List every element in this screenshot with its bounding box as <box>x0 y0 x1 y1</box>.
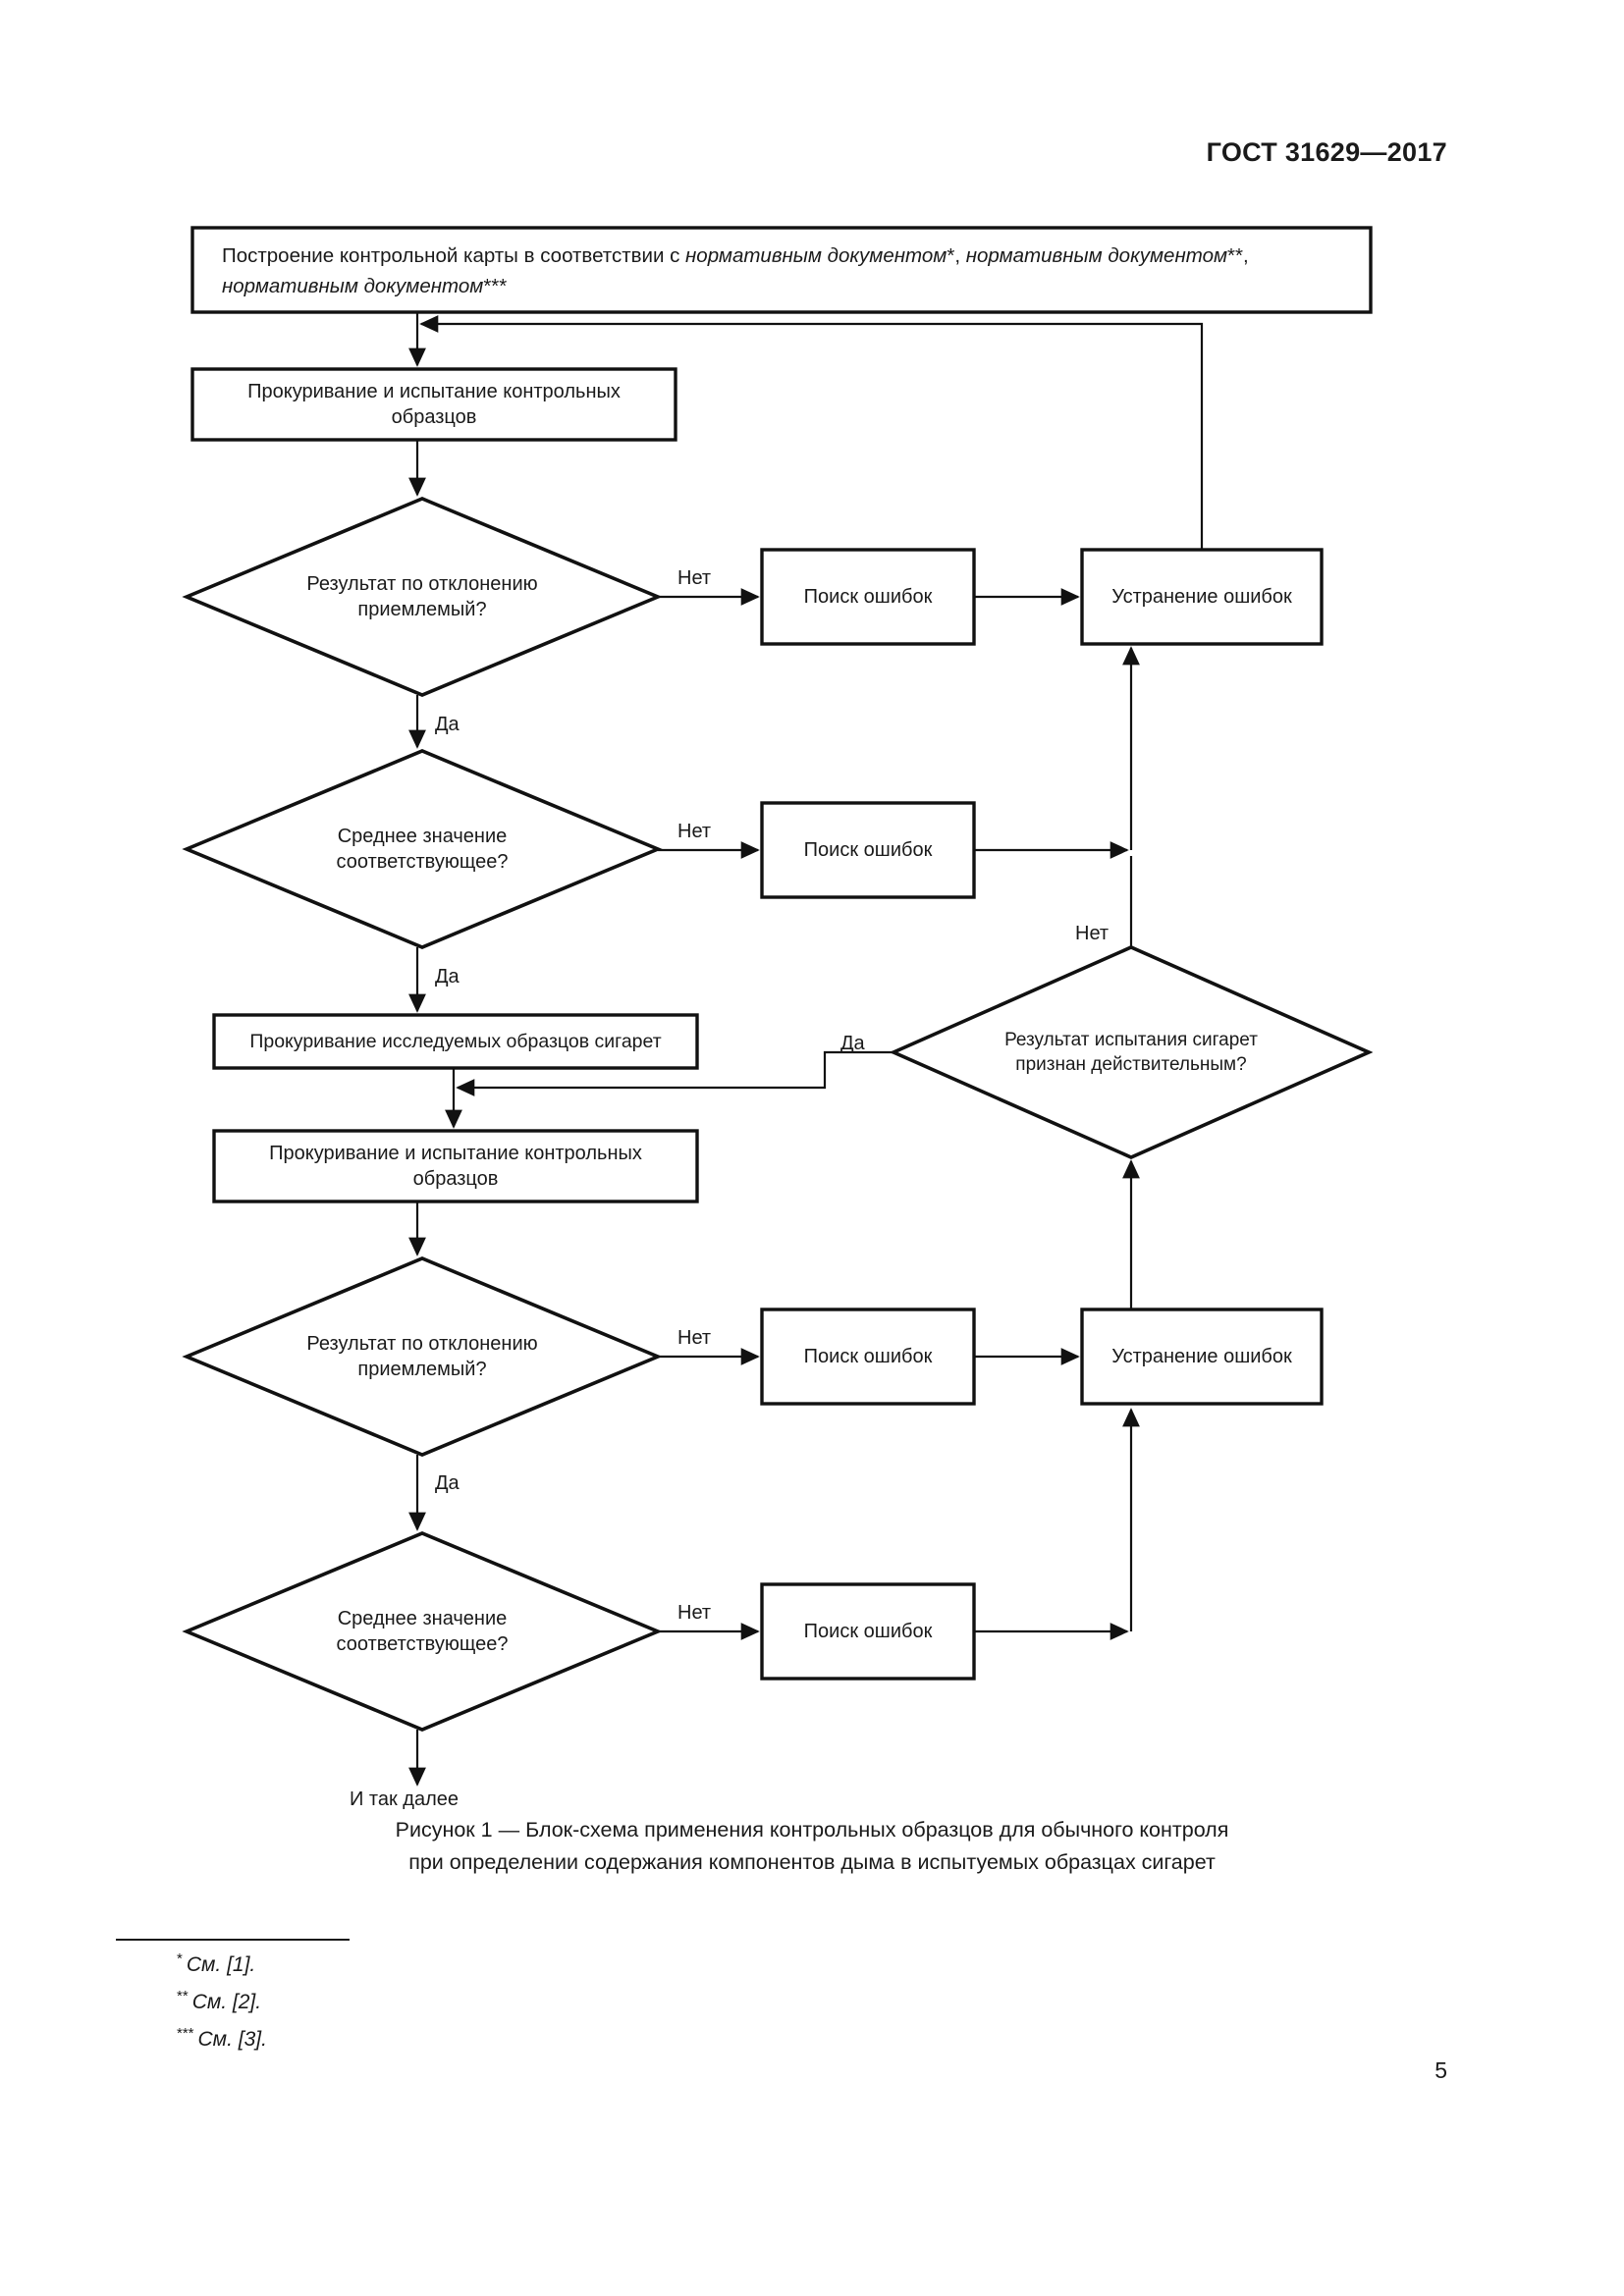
edge-label-yes-1: Да <box>435 714 460 735</box>
flowchart-graphics: find errors 1 --> mean decision 1 --> fi… <box>182 226 1374 1787</box>
running-head-standard-id: ГОСТ 31629—2017 <box>1206 137 1447 167</box>
edge-fix-errors-1-return <box>419 315 1204 550</box>
page-number: 5 <box>1435 2057 1447 2083</box>
figure-1-flowchart: find errors 1 --> mean decision 1 --> fi… <box>182 226 1374 1810</box>
node-build-control-chart-shape <box>190 226 1373 314</box>
footnote-text-2: См. [2]. <box>191 1991 262 2013</box>
node-deviation-ok-1-shape <box>182 497 663 697</box>
node-and-so-on-label: И так далее <box>350 1789 460 1810</box>
node-smoke-test-cigarettes-shape <box>212 1013 699 1070</box>
node-find-errors-2-shape <box>760 801 976 899</box>
edge-label-no-4: Нет <box>677 1602 712 1624</box>
edge-label-no-1: Нет <box>677 567 712 589</box>
edge-label-yes-2: Да <box>435 966 460 988</box>
node-test-valid-shape <box>889 945 1374 1159</box>
edge-label-yes-valid: Да <box>840 1033 865 1054</box>
node-smoke-test-control-1-shape <box>190 367 677 442</box>
node-build-control-chart-label: Построение контрольной карты в соответст… <box>222 241 1351 302</box>
edge-label-no-3: Нет <box>677 1327 712 1349</box>
footnote-text-3: См. [3]. <box>197 2028 267 2051</box>
build-chart-line1-suffix: , <box>1243 244 1249 267</box>
build-chart-line1-sup-b: ** <box>1227 244 1244 267</box>
footnote-separator-rule <box>116 1939 350 1941</box>
node-smoke-test-control-2-shape <box>212 1129 699 1203</box>
footnote-text-1: См. [1]. <box>186 1953 256 1976</box>
node-deviation-ok-2-shape <box>182 1256 663 1457</box>
edge-label-yes-3: Да <box>435 1472 460 1494</box>
footnote-item-1: *См. [1]. <box>177 1951 267 1975</box>
figure-caption: Рисунок 1 — Блок-схема применения контро… <box>0 1814 1624 1880</box>
node-find-errors-4-shape <box>760 1582 976 1681</box>
build-chart-line2-italic: нормативным документом <box>222 274 484 297</box>
node-find-errors-1-shape <box>760 548 976 646</box>
edge-label-no-valid: Нет <box>1075 923 1110 944</box>
footnote-marker-2: ** <box>177 1988 189 2004</box>
build-chart-line1-italic-b: нормативным документом <box>965 244 1228 267</box>
edge-test-valid-yes <box>456 1050 893 1096</box>
footnote-item-3: ***См. [3]. <box>177 2026 267 2050</box>
node-fix-errors-1-shape <box>1080 548 1324 646</box>
figure-caption-line-1: Рисунок 1 — Блок-схема применения контро… <box>395 1818 1229 1842</box>
build-chart-line1-italic-a: нормативным документом <box>685 244 947 267</box>
footnote-marker-1: * <box>177 1950 183 1967</box>
figure-caption-line-2: при определении содержания компонентов д… <box>408 1850 1216 1875</box>
node-mean-ok-1-shape <box>182 749 663 949</box>
footnote-marker-3: *** <box>177 2025 194 2042</box>
build-chart-line1-mid: , <box>954 244 966 267</box>
node-fix-errors-2-shape <box>1080 1308 1324 1406</box>
build-chart-line2-sup: *** <box>483 274 508 297</box>
node-mean-ok-2-shape <box>182 1531 663 1732</box>
node-find-errors-3-shape <box>760 1308 976 1406</box>
build-chart-line1-prefix: Построение контрольной карты в соответст… <box>222 244 686 267</box>
footnote-item-2: **См. [2]. <box>177 1989 267 2012</box>
build-chart-line1-sup-a: * <box>947 244 955 267</box>
footnote-list: *См. [1]. **См. [2]. ***См. [3]. <box>177 1951 267 2063</box>
edge-label-no-2: Нет <box>677 821 712 842</box>
